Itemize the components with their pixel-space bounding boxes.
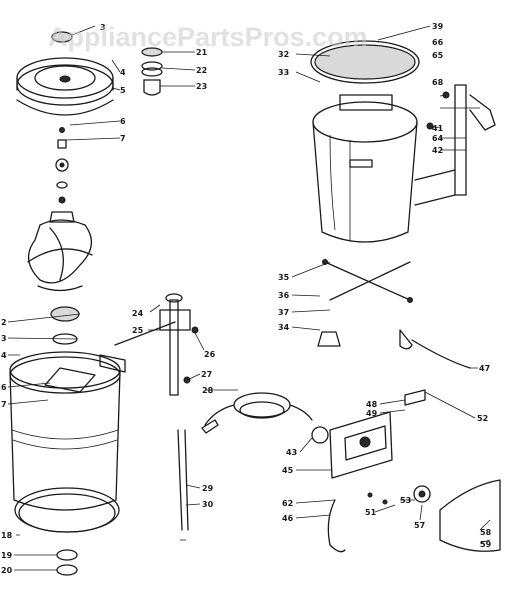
callout-42: 42 (432, 146, 443, 155)
callout-37: 37 (278, 308, 289, 317)
callout-19: 19 (1, 551, 13, 560)
outer-tub (9, 306, 126, 511)
suspension-post (414, 84, 496, 206)
callout-labels: 3 4 5 6 7 21 22 23 2 3 4 6 7 24 25 26 27… (1, 22, 492, 575)
callout-47: 47 (479, 364, 490, 373)
leader-lines (7, 25, 491, 571)
callout-30: 30 (202, 500, 214, 509)
callout-33: 33 (278, 68, 289, 77)
callout-25: 25 (132, 326, 144, 335)
callout-17: 7 (1, 400, 7, 409)
callout-58: 58 (480, 528, 492, 537)
pump-hose (201, 392, 313, 434)
callout-35: 35 (278, 273, 290, 282)
callout-57: 57 (414, 521, 425, 530)
callout-3: 3 (100, 23, 106, 32)
callout-52: 52 (477, 414, 488, 423)
callout-14: 4 (1, 351, 7, 360)
callout-68: 68 (432, 78, 444, 87)
callout-6: 6 (120, 117, 126, 126)
callout-36: 36 (278, 291, 290, 300)
callout-26a: 26 (204, 350, 216, 359)
callout-27: 27 (201, 370, 212, 379)
drive-shaft (114, 293, 199, 541)
callout-2: 2 (1, 318, 7, 327)
callout-18: 18 (1, 531, 13, 540)
callout-5: 5 (120, 86, 126, 95)
callout-53: 53 (400, 496, 411, 505)
callout-39: 39 (432, 22, 444, 31)
callout-32: 32 (278, 50, 289, 59)
callout-41: 41 (432, 124, 444, 133)
callout-48: 48 (366, 400, 378, 409)
callout-21: 21 (196, 48, 208, 57)
callout-46: 46 (282, 514, 294, 523)
callout-34: 34 (278, 323, 290, 332)
dispenser-cup-parts (141, 47, 163, 96)
cross-brace (317, 259, 471, 369)
callout-28: 28 (202, 386, 214, 395)
callout-43: 43 (286, 448, 297, 457)
callout-65: 65 (432, 51, 444, 60)
watermark: AppliancePartsPros.com (48, 22, 368, 52)
tub-seal-rings (14, 487, 120, 576)
callout-49: 49 (366, 409, 378, 418)
agitator-auger (27, 158, 93, 292)
callout-45: 45 (282, 466, 294, 475)
callout-24: 24 (132, 309, 144, 318)
callout-66: 66 (432, 38, 444, 47)
callout-7: 7 (120, 134, 126, 143)
callout-64: 64 (432, 134, 444, 143)
callout-3b: 3 (1, 334, 7, 343)
agitator-cap-assembly (16, 31, 114, 149)
callout-16: 6 (1, 383, 7, 392)
callout-29: 29 (202, 484, 214, 493)
callout-51: 51 (365, 508, 377, 517)
timer-console (311, 389, 426, 553)
callout-4: 4 (120, 68, 126, 77)
wash-basket (310, 40, 420, 243)
callout-23: 23 (196, 82, 207, 91)
callout-20: 20 (1, 566, 13, 575)
callout-59: 59 (480, 540, 492, 549)
bracket-parts (367, 479, 501, 552)
callout-62: 62 (282, 499, 293, 508)
callout-22: 22 (196, 66, 207, 75)
